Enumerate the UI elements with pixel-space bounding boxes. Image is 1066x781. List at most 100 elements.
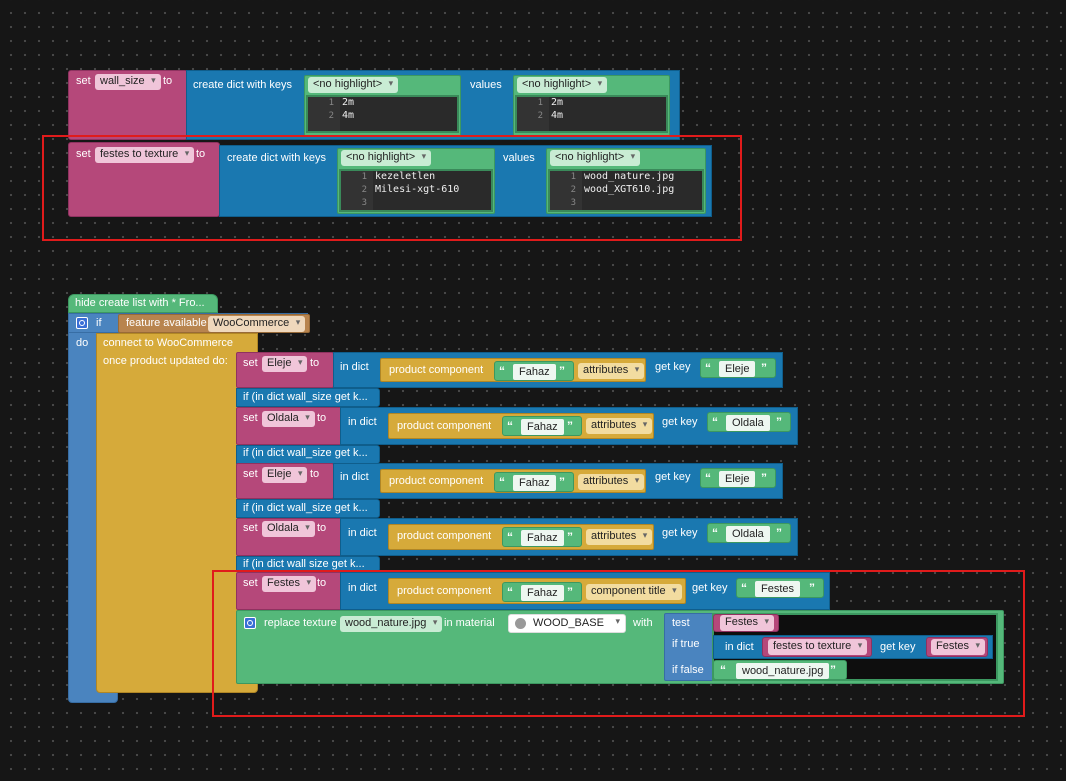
replace-texture-label: replace texture [264,617,337,629]
if-keyword: if [96,317,102,329]
string-value[interactable]: Eleje [719,471,756,487]
string-block[interactable]: “wood_nature.jpg” [713,660,847,680]
string-value[interactable]: Fahaz [521,419,564,435]
get-key-label: get key [655,471,691,483]
attr-dropdown[interactable]: attributes [586,529,653,545]
attr-dropdown[interactable]: attributes [578,474,645,490]
string-block[interactable]: “Fahaz” [502,416,582,436]
in-dict-label: in dict [340,361,369,373]
values-highlight-dropdown-2[interactable]: <no highlight> [550,150,641,166]
var-dropdown[interactable]: Oldala [262,521,315,537]
product-component-label: product component [389,475,484,487]
connect-label: connect to WooCommerce [103,337,234,349]
highlight-box-replace [212,570,1025,717]
get-key-label: get key [662,527,698,539]
var-dropdown[interactable]: Eleje [262,356,308,372]
hat-block[interactable] [68,294,218,313]
var-dropdown[interactable]: Oldala [262,411,315,427]
create-dict-label: create dict with keys [193,79,293,91]
line-number: 3 [570,198,576,208]
set-keyword: set [243,357,258,369]
line-number: 1 [570,172,576,182]
attr-dropdown[interactable]: attributes [578,363,645,379]
do-keyword: do [76,337,89,349]
string-value[interactable]: Oldala [726,415,770,431]
if-wall-size-label: if (in dict wall_size get k... [243,502,368,514]
keys-highlight-dropdown-1[interactable]: <no highlight> [308,77,399,93]
to-keyword: to [163,75,173,87]
set-keyword: set [76,75,91,87]
in-dict-label: in dict [725,641,754,653]
key-var-dropdown[interactable]: Festes [931,639,986,655]
with-label: with [633,617,653,629]
if-true-label: if true [672,638,700,650]
string-value[interactable]: Festes [755,581,801,597]
string-value[interactable]: wood_nature.jpg [736,663,830,679]
string-block[interactable]: “Oldala” [707,523,791,543]
line-number: 2 [328,111,334,121]
string-block[interactable]: “Fahaz” [502,582,582,602]
get-key-label: get key [655,361,691,373]
string-block[interactable]: “Eleje” [700,358,776,378]
if-wall-size-block[interactable] [236,499,380,518]
material-icon [515,618,526,629]
line-number: 2 [361,185,367,195]
hat-label: hide create list with * Fro... [75,297,205,309]
values-label: values [470,79,502,91]
var-dropdown[interactable]: Eleje [262,467,308,483]
gear-icon[interactable] [76,317,88,329]
attr-dropdown[interactable]: attributes [586,418,653,434]
code-line: 4m [342,110,355,121]
string-block[interactable]: “Fahaz” [494,472,574,492]
string-value[interactable]: Fahaz [513,364,556,380]
string-value[interactable]: Eleje [719,361,756,377]
to-keyword: to [317,412,327,424]
keys-highlight-dropdown-2[interactable]: <no highlight> [341,150,432,166]
test-label: test [672,617,690,629]
gear-icon[interactable] [244,617,256,629]
attr-dropdown[interactable]: component title [586,584,682,600]
string-block[interactable]: “Oldala” [707,412,791,432]
create-dict-label: create dict with keys [227,152,327,164]
var-dropdown[interactable]: Festes [262,576,317,592]
to-keyword: to [317,522,327,534]
string-block[interactable]: “Eleje” [700,468,776,488]
line-number: 2 [537,111,543,121]
code-line: kezeletlen [375,171,436,182]
if-wall-size-block[interactable] [236,388,380,407]
texture-dropdown[interactable]: wood_nature.jpg [340,616,443,632]
string-value[interactable]: Fahaz [513,475,556,491]
string-block[interactable]: “Fahaz” [494,361,574,381]
get-key-label: get key [692,582,728,594]
wall-size-var-dropdown[interactable]: wall_size [95,74,161,90]
string-value[interactable]: Fahaz [521,530,564,546]
line-number: 2 [570,185,576,195]
line-number: 1 [537,98,543,108]
line-number: 3 [361,198,367,208]
set-oldala-block[interactable] [236,518,342,556]
string-value[interactable]: Oldala [726,526,770,542]
product-component-label: product component [389,364,484,376]
material-dropdown[interactable]: WOOD_BASE [508,614,626,633]
values-highlight-dropdown-1[interactable]: <no highlight> [517,77,608,93]
dict-var-dropdown[interactable]: festes to texture [768,639,868,655]
test-var-dropdown[interactable]: Festes [720,615,775,631]
string-block[interactable]: “Fahaz” [502,527,582,547]
set-keyword: set [243,522,258,534]
string-block[interactable]: “Festes” [736,578,824,598]
connect-woocommerce-block[interactable] [96,333,258,693]
if-false-label: if false [672,664,704,676]
once-updated-label: once product updated do: [103,355,228,367]
product-component-label: product component [397,530,492,542]
to-keyword: to [310,357,320,369]
string-value[interactable]: Fahaz [521,585,564,601]
festes-var-dropdown[interactable]: festes to texture [95,147,195,163]
values-label: values [503,152,535,164]
code-line: 2m [551,97,564,108]
set-keyword: set [243,468,258,480]
feature-dropdown[interactable]: WooCommerce [208,316,306,332]
